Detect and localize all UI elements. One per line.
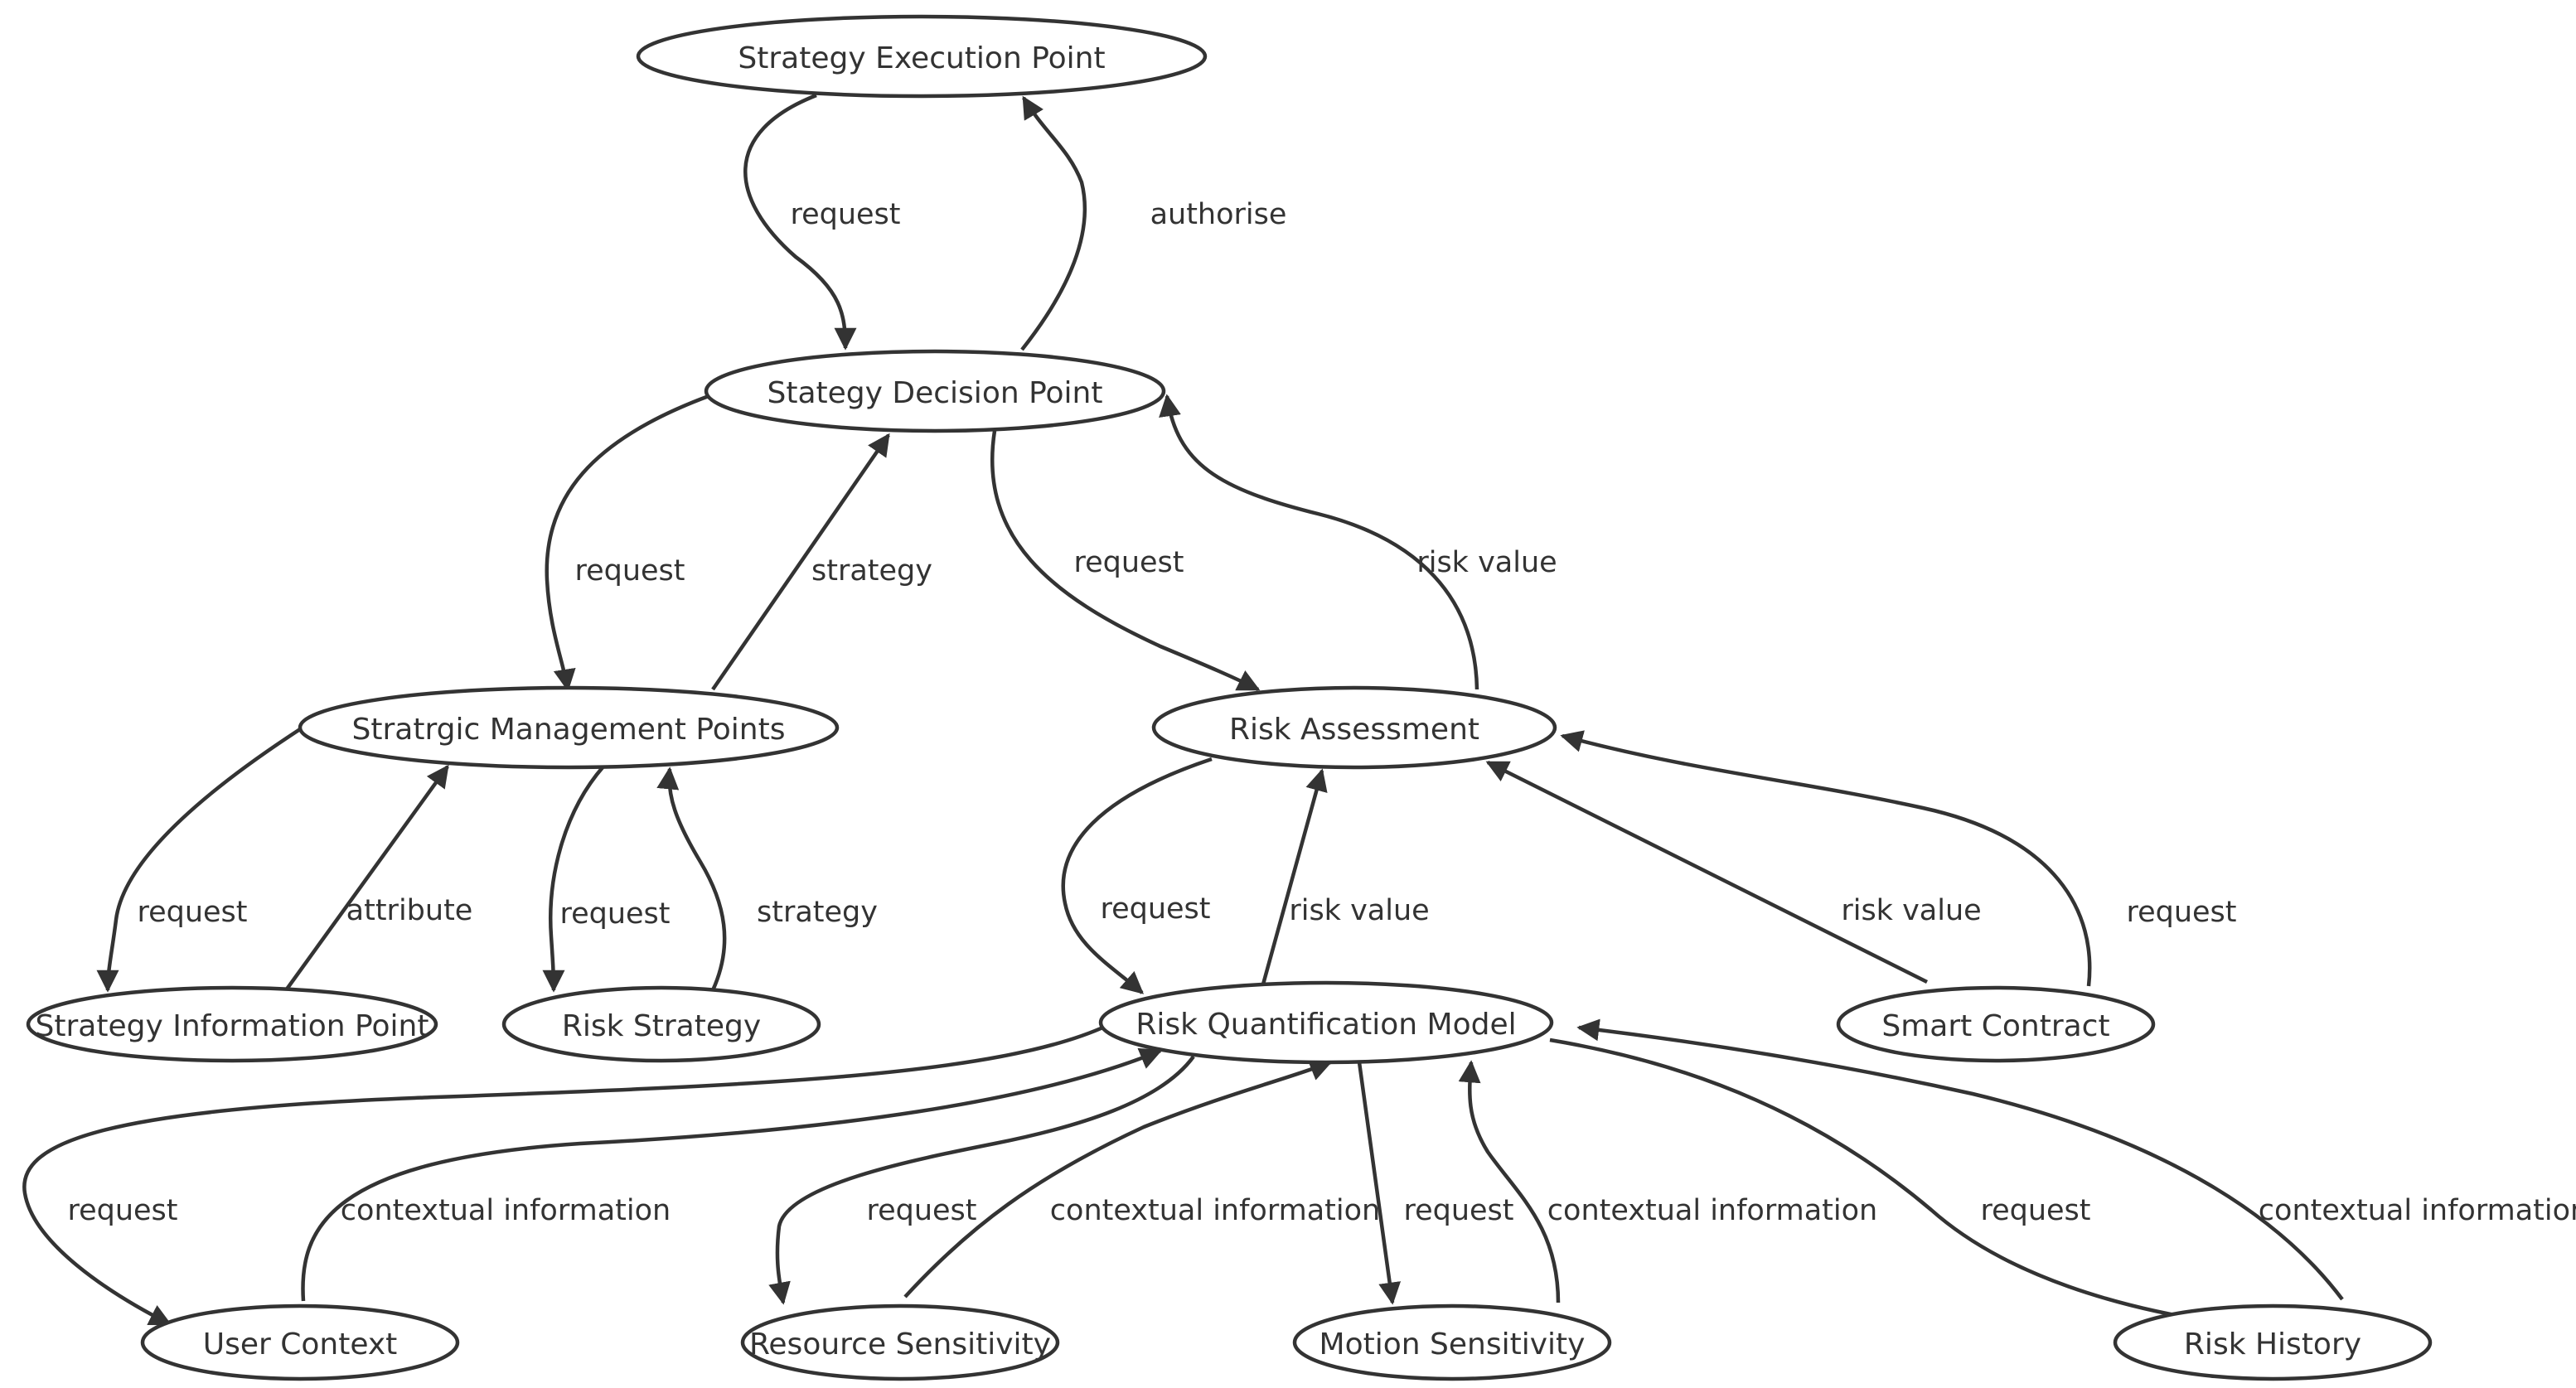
node-strategy-execution-point: Strategy Execution Point bbox=[636, 14, 1208, 99]
node-label: Motion Sensitivity bbox=[1319, 1328, 1586, 1361]
node-label: Strategy Information Point bbox=[36, 1009, 429, 1043]
node-risk-history: Risk History bbox=[2113, 1303, 2433, 1381]
edge-label: request bbox=[574, 554, 685, 588]
node-label: Risk Strategy bbox=[562, 1009, 761, 1043]
edge-label: contextual information bbox=[341, 1194, 671, 1227]
edge-smp-to-sdp-strategy: strategy bbox=[711, 433, 932, 691]
edge-label: request bbox=[1403, 1194, 1513, 1227]
edge-label: request bbox=[866, 1194, 976, 1227]
edge-label: request bbox=[559, 897, 670, 931]
node-label: Stategy Decision Point bbox=[767, 376, 1103, 410]
edge-resource-sensitivity-to-rqm-contextual-information: contextual information bbox=[903, 1059, 1380, 1299]
node-label: Risk Quantification Model bbox=[1135, 1008, 1516, 1042]
edge-label: request bbox=[790, 198, 900, 231]
edge-rs-to-smp-strategy: strategy bbox=[656, 767, 878, 991]
edges: request authorise request strategy reque… bbox=[22, 93, 2576, 1333]
edge-smp-to-rs-request: request bbox=[542, 765, 671, 993]
node-label: User Context bbox=[203, 1328, 398, 1361]
edge-label: request bbox=[2126, 896, 2236, 929]
edge-sdp-to-sep-authorise: authorise bbox=[1020, 95, 1287, 351]
edge-rqm-to-risk-history-request: request bbox=[1549, 1037, 2232, 1333]
edge-sdp-to-ra-request: request bbox=[990, 430, 1261, 692]
node-label: Resource Sensitivity bbox=[749, 1328, 1051, 1361]
node-label: Strategy Execution Point bbox=[738, 41, 1105, 75]
node-user-context: User Context bbox=[140, 1303, 460, 1381]
edge-label: request bbox=[1100, 892, 1210, 926]
edge-sep-to-sdp-request: request bbox=[743, 93, 901, 351]
edge-sc-to-ra-risk-value: risk value bbox=[1485, 760, 1982, 984]
edge-label: strategy bbox=[757, 896, 878, 929]
edge-ra-to-sdp-risk-value: risk value bbox=[1159, 394, 1557, 690]
node-label: Stratrgic Management Points bbox=[352, 713, 786, 747]
edge-label: request bbox=[1073, 546, 1184, 579]
edge-label: contextual information bbox=[1547, 1194, 1877, 1227]
node-label: Smart Contract bbox=[1881, 1009, 2109, 1043]
nodes: Strategy Execution Point Stategy Decisio… bbox=[26, 14, 2433, 1381]
edge-label: request bbox=[67, 1194, 177, 1227]
node-label: Risk Assessment bbox=[1229, 713, 1479, 747]
edge-label: risk value bbox=[1416, 546, 1557, 579]
node-risk-assessment: Risk Assessment bbox=[1151, 685, 1557, 770]
edge-rqm-to-ra-risk-value: risk value bbox=[1259, 768, 1430, 991]
node-resource-sensitivity: Resource Sensitivity bbox=[740, 1303, 1060, 1381]
edge-smp-to-sip-request: request bbox=[96, 728, 302, 993]
node-strategy-information-point: Strategy Information Point bbox=[26, 985, 438, 1063]
node-smart-contract: Smart Contract bbox=[1836, 985, 2156, 1063]
edge-sip-to-smp-attribute: attribute bbox=[284, 764, 473, 992]
node-risk-quantification-model: Risk Quantification Model bbox=[1098, 980, 1554, 1065]
node-stategy-decision-point: Stategy Decision Point bbox=[704, 349, 1166, 433]
edge-sdp-to-smp-request: request bbox=[545, 394, 709, 692]
edge-label: request bbox=[1980, 1194, 2090, 1227]
edge-label: contextual information bbox=[1050, 1194, 1380, 1227]
edge-sc-to-ra-request: request bbox=[1560, 730, 2237, 987]
edge-ra-to-rqm-request: request bbox=[1061, 757, 1213, 994]
edge-label: risk value bbox=[1841, 894, 1981, 927]
edge-motion-sensitivity-to-rqm-contextual-information: contextual information bbox=[1458, 1060, 1877, 1303]
node-motion-sensitivity: Motion Sensitivity bbox=[1292, 1303, 1612, 1381]
edge-rqm-to-uc-request: request bbox=[22, 1023, 1107, 1327]
node-stratrgic-management-points: Stratrgic Management Points bbox=[298, 685, 840, 770]
edge-label: risk value bbox=[1289, 894, 1429, 927]
edge-risk-history-to-rqm-contextual-information: contextual information bbox=[1576, 1018, 2576, 1301]
edge-label: request bbox=[137, 896, 247, 929]
edge-label: authorise bbox=[1150, 198, 1287, 231]
edge-label: strategy bbox=[811, 554, 932, 588]
edge-label: contextual information bbox=[2259, 1194, 2576, 1227]
edge-rqm-to-resource-sensitivity-request: request bbox=[768, 1055, 1195, 1305]
edge-uc-to-rqm-contextual-information: contextual information bbox=[301, 1047, 1163, 1302]
edge-label: attribute bbox=[346, 894, 473, 927]
node-risk-strategy: Risk Strategy bbox=[501, 985, 821, 1063]
node-label: Risk History bbox=[2184, 1328, 2361, 1361]
edge-rqm-to-motion-sensitivity-request: request bbox=[1357, 1062, 1514, 1305]
